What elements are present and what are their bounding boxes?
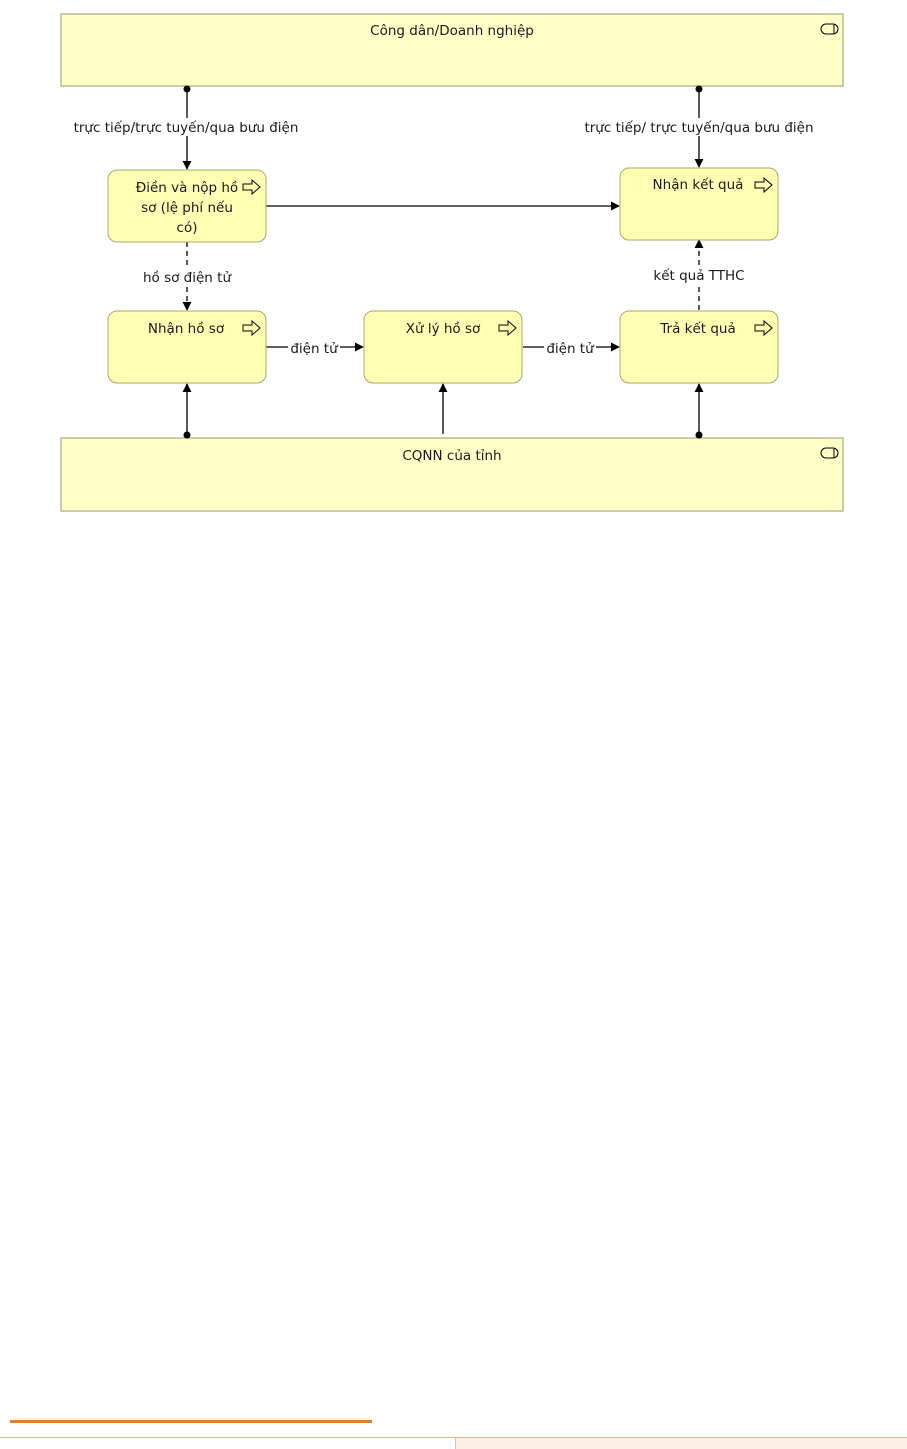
process-submit: Điền và nộp hồ sơ (lệ phí nếu có) bbox=[107, 169, 267, 243]
page-footer-right bbox=[455, 1437, 907, 1449]
edge-label-result-tthc: kết quả TTHC bbox=[653, 267, 744, 284]
edge-label-bg bbox=[288, 339, 340, 357]
page-footer-left bbox=[0, 1437, 455, 1449]
process-return-result: Trả kết quả bbox=[619, 310, 779, 384]
process-submit-label-line2: sơ (lệ phí nếu bbox=[141, 199, 233, 216]
edge-label-bg bbox=[574, 118, 824, 136]
lane-citizen-label: Công dân/Doanh nghiệp bbox=[370, 23, 534, 39]
process-process-dossier-label: Xử lý hồ sơ bbox=[406, 320, 481, 337]
process-submit-label-line1: Điền và nộp hồ bbox=[136, 179, 238, 196]
process-arrow-icon bbox=[498, 319, 517, 337]
edge-label-result-channel: trực tiếp/ trực tuyến/qua bưu điện bbox=[584, 119, 813, 136]
edge-label-bg bbox=[646, 266, 752, 284]
edge-label-bg bbox=[137, 268, 237, 286]
process-receive-result: Nhận kết quả bbox=[619, 167, 779, 241]
footnote-separator bbox=[10, 1420, 372, 1423]
process-arrow-icon bbox=[242, 178, 261, 196]
process-return-result-label: Trả kết quả bbox=[659, 320, 735, 337]
process-receive-dossier-label: Nhận hồ sơ bbox=[148, 320, 225, 337]
process-arrow-icon bbox=[754, 176, 773, 194]
lane-toggle-icon bbox=[820, 447, 839, 459]
process-receive-result-label: Nhận kết quả bbox=[653, 176, 744, 193]
edge-label-bg bbox=[64, 118, 310, 136]
edge-junction-dot bbox=[695, 431, 703, 439]
process-arrow-icon bbox=[242, 319, 261, 337]
process-process-dossier: Xử lý hồ sơ bbox=[363, 310, 523, 384]
edge-label-electronic-dossier: hồ sơ điện tử bbox=[143, 269, 232, 286]
edges: trực tiếp/trực tuyến/qua bưu điện trực t… bbox=[64, 85, 824, 439]
lane-citizen: Công dân/Doanh nghiệp bbox=[60, 13, 844, 87]
lane-agency: CQNN của tỉnh bbox=[60, 437, 844, 512]
edge-junction-dot bbox=[695, 85, 703, 93]
edge-label-electronic-2: điện tử bbox=[546, 341, 595, 357]
lane-toggle-icon bbox=[820, 23, 839, 35]
process-submit-label-line3: có) bbox=[177, 220, 198, 236]
edge-label-submit-channel: trực tiếp/trực tuyến/qua bưu điện bbox=[74, 119, 299, 136]
process-diagram: Công dân/Doanh nghiệp CQNN của tỉnh trực… bbox=[60, 13, 844, 512]
edge-label-electronic-1: điện tử bbox=[290, 341, 339, 357]
lane-agency-label: CQNN của tỉnh bbox=[402, 448, 501, 464]
edge-junction-dot bbox=[183, 431, 191, 439]
edge-label-bg bbox=[544, 339, 596, 357]
edge-junction-dot bbox=[183, 85, 191, 93]
process-arrow-icon bbox=[754, 319, 773, 337]
process-receive-dossier: Nhận hồ sơ bbox=[107, 310, 267, 384]
